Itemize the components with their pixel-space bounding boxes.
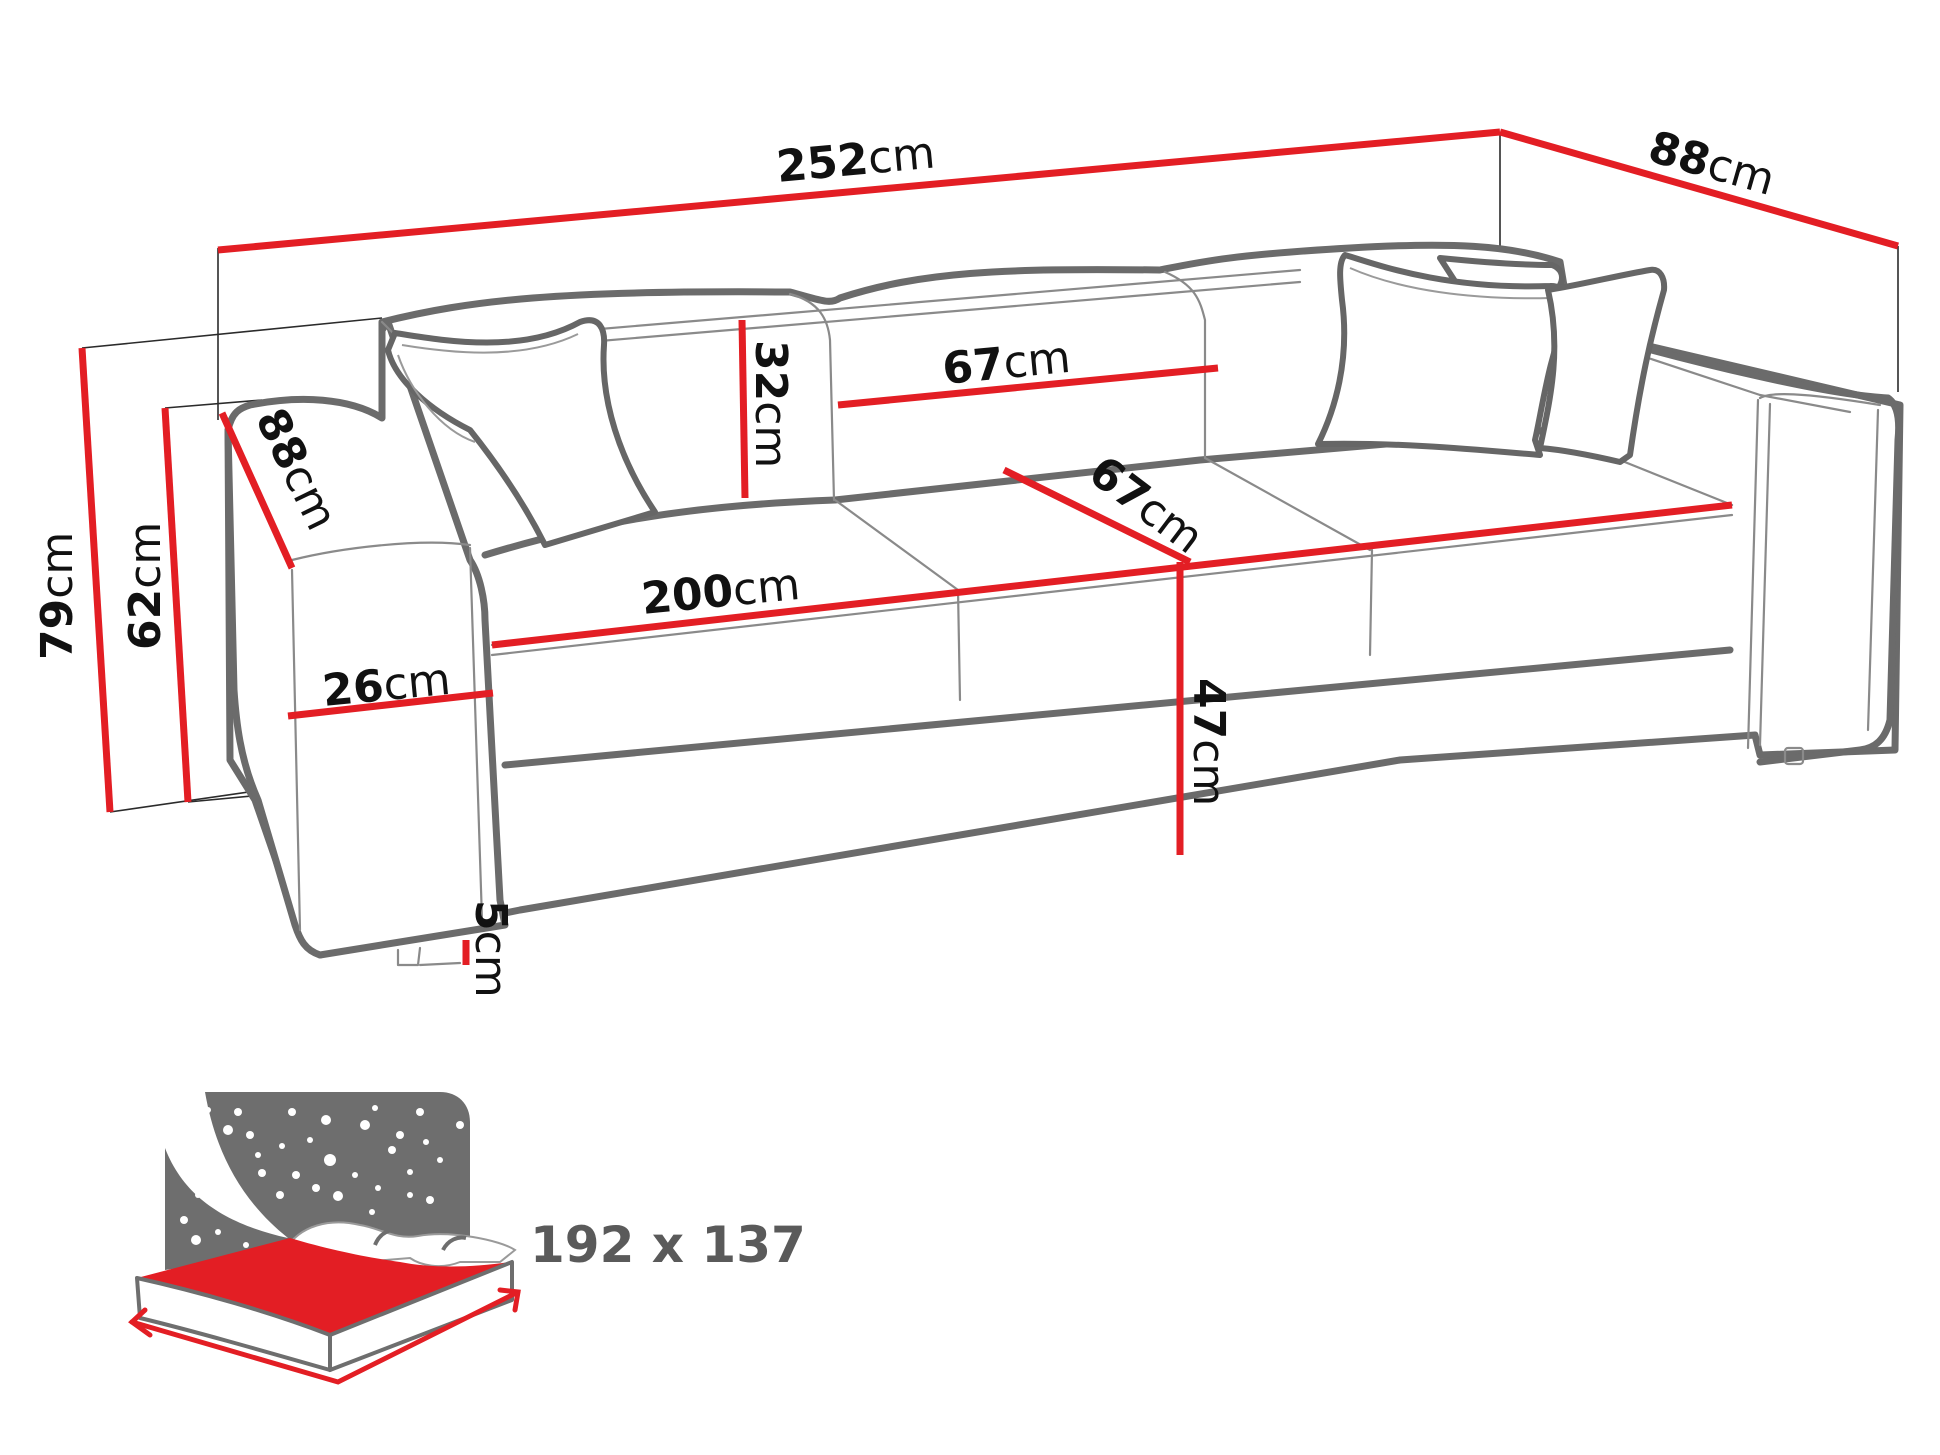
dim-line-backrest-height (738, 319, 749, 499)
dim-line-backrest-width (837, 364, 1219, 409)
dim-line-armrest-height (161, 407, 192, 803)
label-armrest-height: 62cm (120, 522, 171, 650)
dim-line-armrest-width (287, 689, 494, 720)
label-leg-height: 5cm (465, 900, 516, 998)
cushion-left (385, 317, 658, 548)
dim-line-seat-width (491, 501, 1733, 649)
dimension-lines (78, 128, 1899, 965)
label-total-width: 252cm (774, 127, 937, 192)
right-leg (1783, 746, 1805, 766)
dim-line-seat-depth (1002, 466, 1192, 566)
bed-width-arrow-icon (129, 1289, 521, 1385)
dim-line-total-width (217, 128, 1501, 254)
night-sky-icon (165, 1092, 470, 1270)
label-backrest-height: 32cm (745, 340, 796, 468)
stars-icon (180, 1105, 464, 1248)
left-leg (396, 946, 422, 967)
label-total-height: 79cm (32, 532, 83, 660)
sleeping-area-size: 192 x 137 (530, 1216, 806, 1274)
label-backrest-width: 67cm (940, 332, 1073, 395)
label-armrest-width: 26cm (320, 654, 453, 717)
label-seat-width: 200cm (639, 559, 802, 625)
dim-line-armrest-depth (218, 411, 296, 570)
cushion-right-front (1315, 252, 1572, 458)
cushion-right-far (1537, 266, 1668, 465)
right-armrest (1576, 326, 1903, 766)
label-seat-height: 47cm (1183, 678, 1234, 806)
cushions (385, 252, 1668, 548)
dim-line-total-height (78, 347, 114, 813)
bed-night-sky-icon (128, 1092, 521, 1385)
dim-line-total-depth (1499, 128, 1899, 250)
